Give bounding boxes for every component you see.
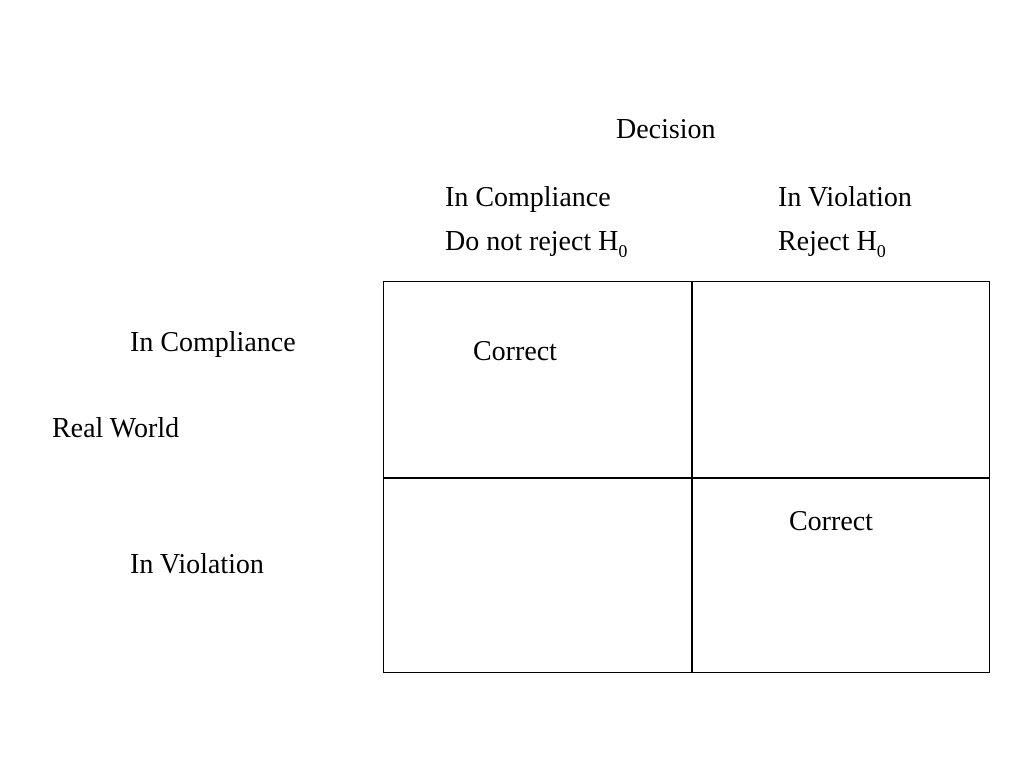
cell-compliance-compliance: Correct	[473, 336, 557, 367]
grid-horizontal-divider	[384, 477, 989, 479]
row-header-compliance: In Compliance	[130, 327, 296, 358]
row-header-violation: In Violation	[130, 549, 264, 580]
column-header-violation-label: In Violation	[778, 182, 912, 213]
cell-violation-violation: Correct	[789, 506, 873, 537]
column-header-violation-action: Reject H0	[778, 226, 886, 261]
column-header-compliance-action-text: Do not reject H	[445, 226, 619, 257]
outcome-grid	[383, 281, 990, 673]
decision-header: Decision	[616, 114, 716, 145]
column-header-compliance-action: Do not reject H0	[445, 226, 627, 261]
column-header-violation-action-subscript: 0	[876, 241, 886, 261]
column-header-compliance-label: In Compliance	[445, 182, 611, 213]
column-header-compliance-action-subscript: 0	[618, 241, 628, 261]
column-header-violation-action-text: Reject H	[778, 226, 877, 257]
row-group-header-real-world: Real World	[52, 413, 180, 444]
